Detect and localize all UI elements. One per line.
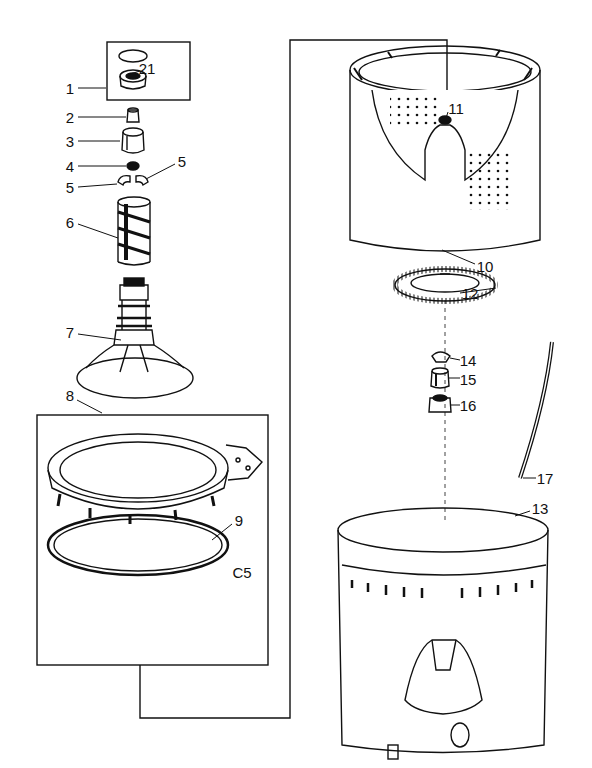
- callout-number: C5: [232, 565, 251, 580]
- callout-number: 5: [66, 180, 74, 195]
- drive-block: [395, 269, 495, 301]
- center-line: [445, 300, 446, 520]
- callout-number: 16: [460, 398, 477, 413]
- callout-number: 10: [477, 259, 494, 274]
- callout-number: 6: [66, 215, 74, 230]
- cam: [122, 128, 144, 153]
- leader-lines: [77, 71, 536, 540]
- callout-number: 1: [66, 81, 74, 96]
- callout-number: 9: [235, 513, 243, 528]
- callout-number: 13: [532, 501, 549, 516]
- group-bracket: [107, 42, 190, 100]
- callout-number: 15: [460, 372, 477, 387]
- seal-assembly: [431, 368, 449, 388]
- callout-number: 12: [462, 286, 479, 301]
- outer-tub: [338, 508, 548, 759]
- hose: [520, 342, 552, 478]
- spanner-nut: [432, 352, 450, 362]
- dog-halves: [118, 176, 148, 185]
- callout-number: 14: [460, 353, 477, 368]
- tub-seal: [48, 515, 228, 575]
- spin-basket: [350, 46, 540, 251]
- cap-nut: [127, 108, 139, 122]
- callout-number: 3: [66, 134, 74, 149]
- callout-number: 2: [66, 110, 74, 125]
- group-bracket: [37, 415, 268, 665]
- callout-number: 4: [66, 159, 74, 174]
- callout-number: 7: [66, 325, 74, 340]
- agitator: [77, 278, 193, 398]
- callout-number: 5: [178, 154, 186, 169]
- callout-number: 21: [139, 61, 156, 76]
- callout-number: 11: [448, 101, 464, 116]
- bearing-nut: [429, 395, 451, 412]
- small-seal: [127, 162, 139, 170]
- tub-ring: [48, 434, 262, 524]
- auger: [118, 197, 150, 265]
- callout-number: 17: [537, 471, 554, 486]
- callout-number: 8: [66, 388, 74, 403]
